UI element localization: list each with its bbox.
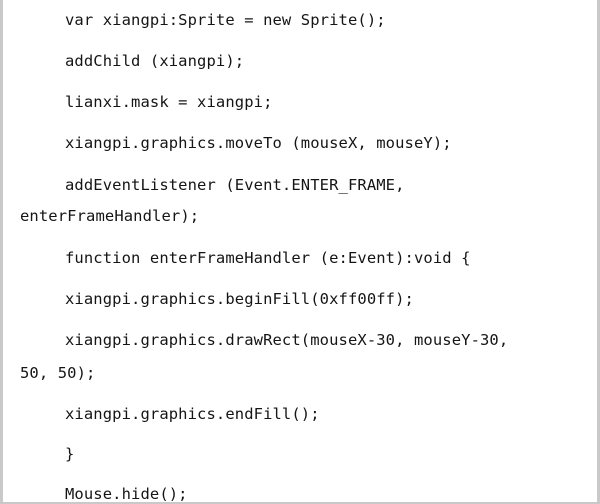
code-line-9: xiangpi.graphics.drawRect(mouseX-30, mou… [65, 331, 509, 349]
code-line-11: xiangpi.graphics.endFill(); [65, 405, 320, 423]
code-line-5: addEventListener (Event.ENTER_FRAME, [65, 176, 405, 194]
code-line-7: function enterFrameHandler (e:Event):voi… [65, 249, 471, 267]
code-line-12: } [65, 445, 75, 463]
code-line-4: xiangpi.graphics.moveTo (mouseX, mouseY)… [65, 134, 452, 152]
code-line-3: lianxi.mask = xiangpi; [65, 93, 273, 111]
code-line-8: xiangpi.graphics.beginFill(0xff00ff); [65, 290, 414, 308]
code-line-2: addChild (xiangpi); [65, 52, 245, 70]
code-line-1: var xiangpi:Sprite = new Sprite(); [65, 11, 386, 29]
code-line-6: enterFrameHandler); [20, 207, 200, 225]
code-line-13: Mouse.hide(); [65, 485, 188, 503]
code-line-10: 50, 50); [20, 364, 96, 382]
